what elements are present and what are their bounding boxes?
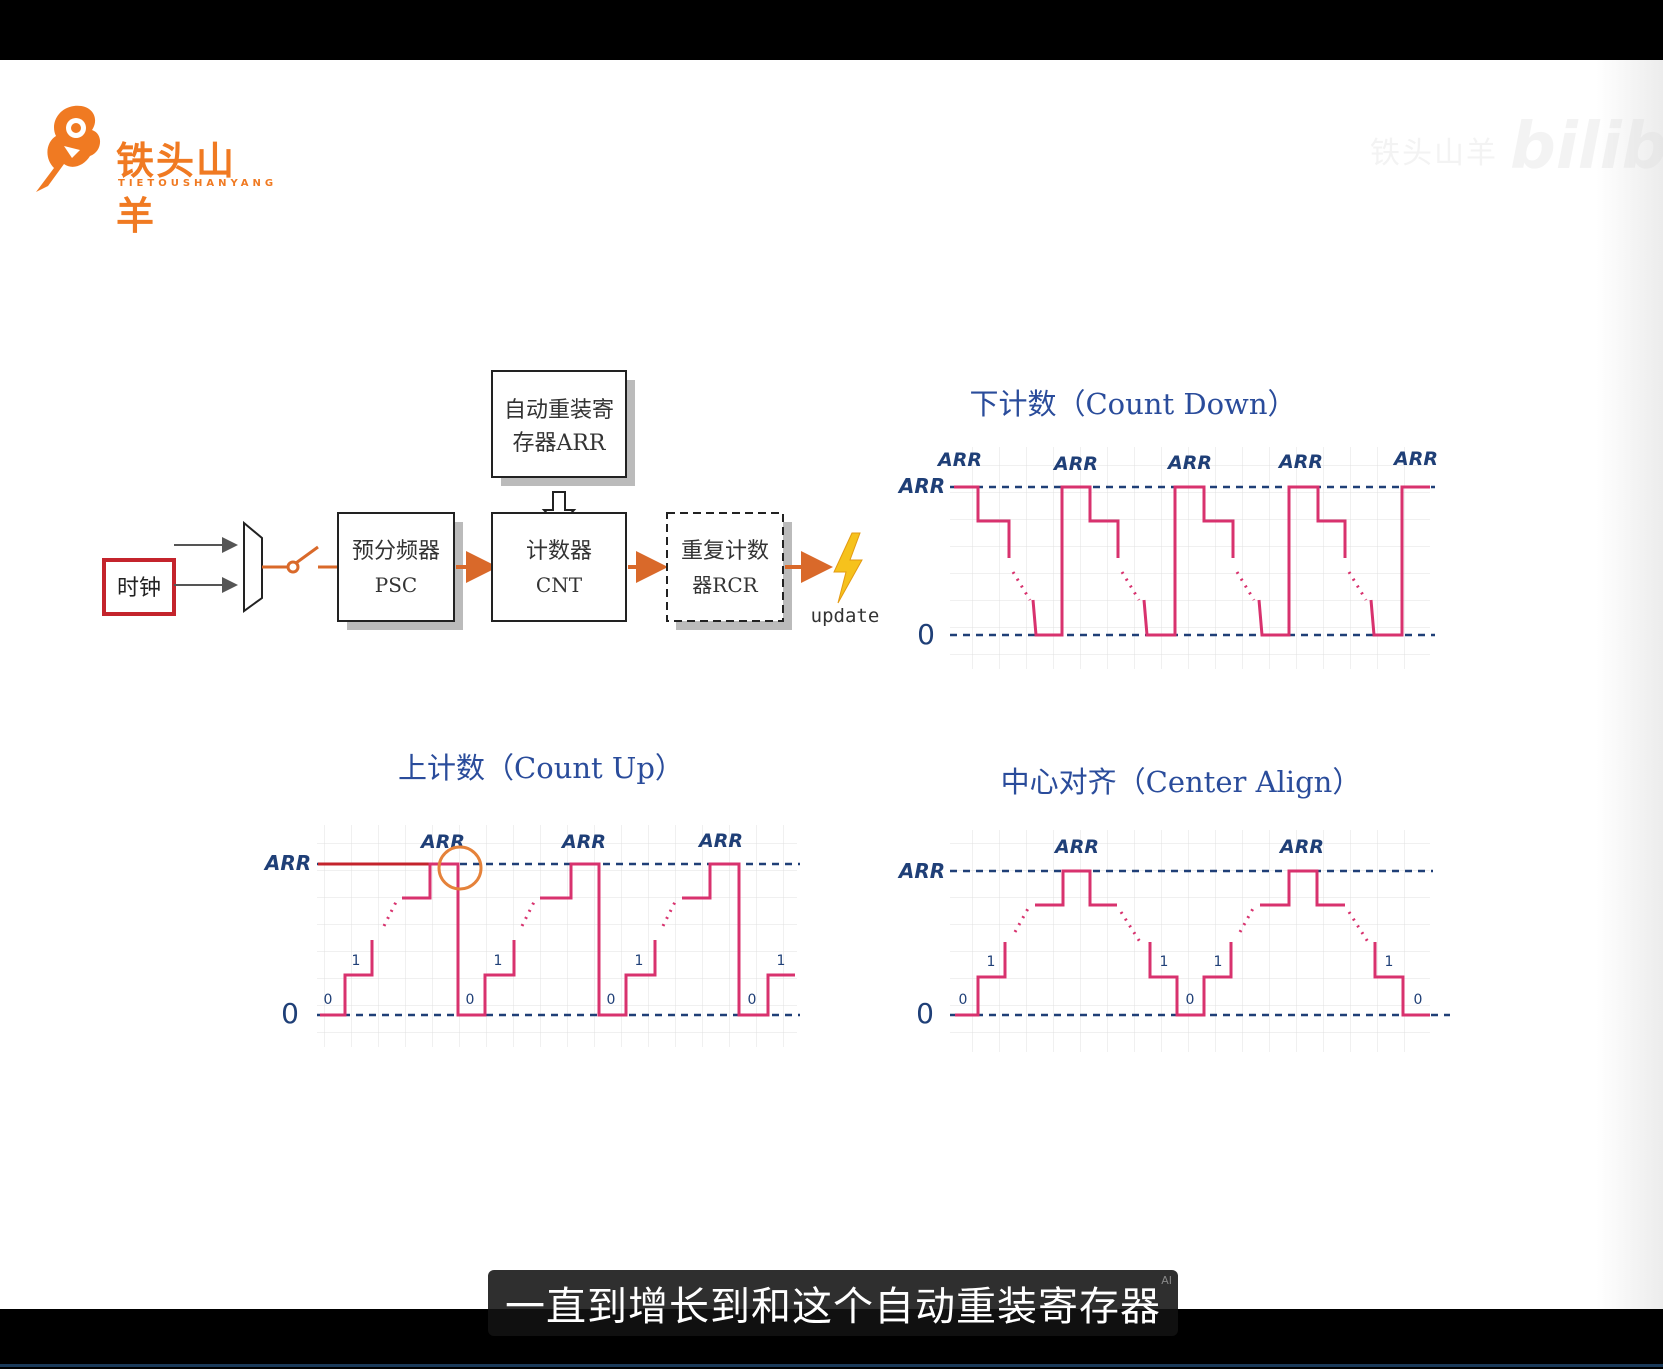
count-up-signal-1 [320,940,374,1017]
count-down-arr-axis-label: ARR [897,474,945,498]
count-down-signal-2 [1031,485,1120,637]
count-down-zero-axis-label: 0 [917,618,935,651]
count-up-step-one-2: 1 [494,953,503,969]
count-down-signal-3 [1142,485,1235,637]
center-align-step-zero-3: 0 [1414,992,1423,1008]
count-up-step-one-4: 1 [777,953,786,969]
center-align-step-one-3: 1 [1214,954,1223,970]
video-top-bar [0,0,1663,60]
count-down-dots-2 [1120,571,1141,601]
count-up-step-zero-3: 0 [607,992,616,1008]
count-down-peak-2: ARR [1052,453,1098,475]
count-up-title: 上计数（Count Up） [398,751,684,785]
center-align-dots-1 [1013,904,1032,933]
arr-box [491,370,627,478]
watermark-channel: 铁头山羊 [1370,136,1498,171]
rcr-box [666,512,784,622]
count-down-peak-5: ARR [1392,448,1438,470]
center-align-signal-4 [1260,869,1345,907]
cnt-label-cn: 计数器 [526,539,592,564]
overflow-highlight-circle [437,845,483,891]
count-down-title: 下计数（Count Down） [969,387,1296,421]
logo-title: 铁头山羊 [116,139,237,238]
count-down-signal-1 [954,485,1011,558]
center-align-dots-4 [1347,911,1370,943]
timer-diagram: 时钟 预分频器 PSC 自动重装寄 存器ARR [102,370,1450,1052]
count-up-grid [317,825,797,1047]
count-down-peak-4: ARR [1277,451,1323,473]
subtitle-text: 一直到增长到和这个自动重装寄存器 [505,1284,1161,1330]
cnt-box [491,512,627,622]
chart-count-down: 下计数（Count Down） ARR 0 ARR ARR ARR ARR AR… [897,387,1438,669]
psc-label-en: PSC [375,573,417,597]
center-align-dots-3 [1238,904,1257,933]
count-down-peak-3: ARR [1166,452,1212,474]
clock-box [102,558,176,616]
count-up-step-zero-2: 0 [466,992,475,1008]
slide-canvas: 铁头山羊 TIETOUSHANYANG 铁头山羊 bilibili 时钟 [0,60,1663,1309]
center-align-peak-1: ARR [1053,836,1099,858]
center-align-zero-axis-label: 0 [916,997,934,1030]
arr-label-line1: 自动重装寄 [504,398,614,423]
count-down-signal-5 [1369,485,1430,637]
chart-count-up: 上计数（Count Up） ARR 0 0 1 0 1 0 1 0 1 ARR … [263,751,800,1047]
count-up-step-zero-1: 0 [324,992,333,1008]
video-subtitle: 一直到增长到和这个自动重装寄存器 AI [488,1270,1178,1336]
channel-logo: 铁头山羊 TIETOUSHANYANG [34,100,273,238]
switch-pivot [286,560,300,574]
video-progress-bar[interactable] [0,1364,1663,1367]
center-align-title: 中心对齐（Center Align） [1001,765,1362,799]
goat-icon [36,105,101,192]
watermark-brand: bilibili [1510,110,1663,184]
center-align-arr-axis-label: ARR [897,859,945,883]
count-down-dots-1 [1011,571,1032,601]
count-up-signal-2 [402,862,516,1017]
count-down-peak-1: ARR [936,449,982,471]
ai-subtitle-mark: AI [1161,1274,1172,1287]
rcr-label-line2: 器RCR [692,573,758,597]
center-align-step-one-4: 1 [1385,954,1394,970]
update-label: update [811,605,880,627]
count-up-zero-axis-label: 0 [281,997,299,1030]
center-align-step-one-1: 1 [987,954,996,970]
cnt-label-en: CNT [536,573,583,597]
rcr-label-line1: 重复计数 [681,539,769,564]
count-down-grid [950,447,1430,669]
logo-subtitle: TIETOUSHANYANG [118,178,278,189]
clock-label: 时钟 [117,576,161,601]
switch-arm [295,545,319,565]
arr-label-line2: 存器ARR [512,431,606,456]
count-up-step-one-3: 1 [635,953,644,969]
center-align-step-zero-1: 0 [959,992,968,1008]
center-align-signal-2 [1035,869,1117,907]
chart-center-align: 中心对齐（Center Align） ARR 0 0 1 1 0 1 1 0 A… [897,765,1450,1052]
psc-label-cn: 预分频器 [352,539,440,564]
center-align-step-zero-2: 0 [1186,992,1195,1008]
count-down-dots-3 [1235,571,1256,601]
center-align-signal-5 [1373,942,1430,1017]
center-align-signal-3 [1148,942,1233,1017]
center-align-dots-2 [1119,911,1142,943]
count-down-signal-4 [1257,485,1347,637]
psc-box [337,512,455,622]
count-up-peak-1: ARR [419,831,465,853]
count-up-signal-3 [540,862,657,1017]
count-up-peak-2: ARR [560,831,606,853]
clock-mux [243,520,263,613]
count-up-step-one-1: 1 [352,953,361,969]
block-diagram: 时钟 预分频器 PSC 自动重装寄 存器ARR [102,370,880,630]
lightning-icon [833,532,863,604]
count-up-arr-axis-label: ARR [263,851,311,875]
center-align-grid [950,830,1430,1052]
count-up-signal-4 [682,862,795,1017]
count-up-step-zero-4: 0 [748,992,757,1008]
count-up-peak-3: ARR [697,830,743,852]
center-align-peak-2: ARR [1278,836,1324,858]
count-down-dots-4 [1347,571,1368,601]
center-align-step-one-2: 1 [1160,954,1169,970]
bilibili-watermark: 铁头山羊 bilibili [1370,100,1663,190]
center-align-signal-1 [955,942,1007,1017]
